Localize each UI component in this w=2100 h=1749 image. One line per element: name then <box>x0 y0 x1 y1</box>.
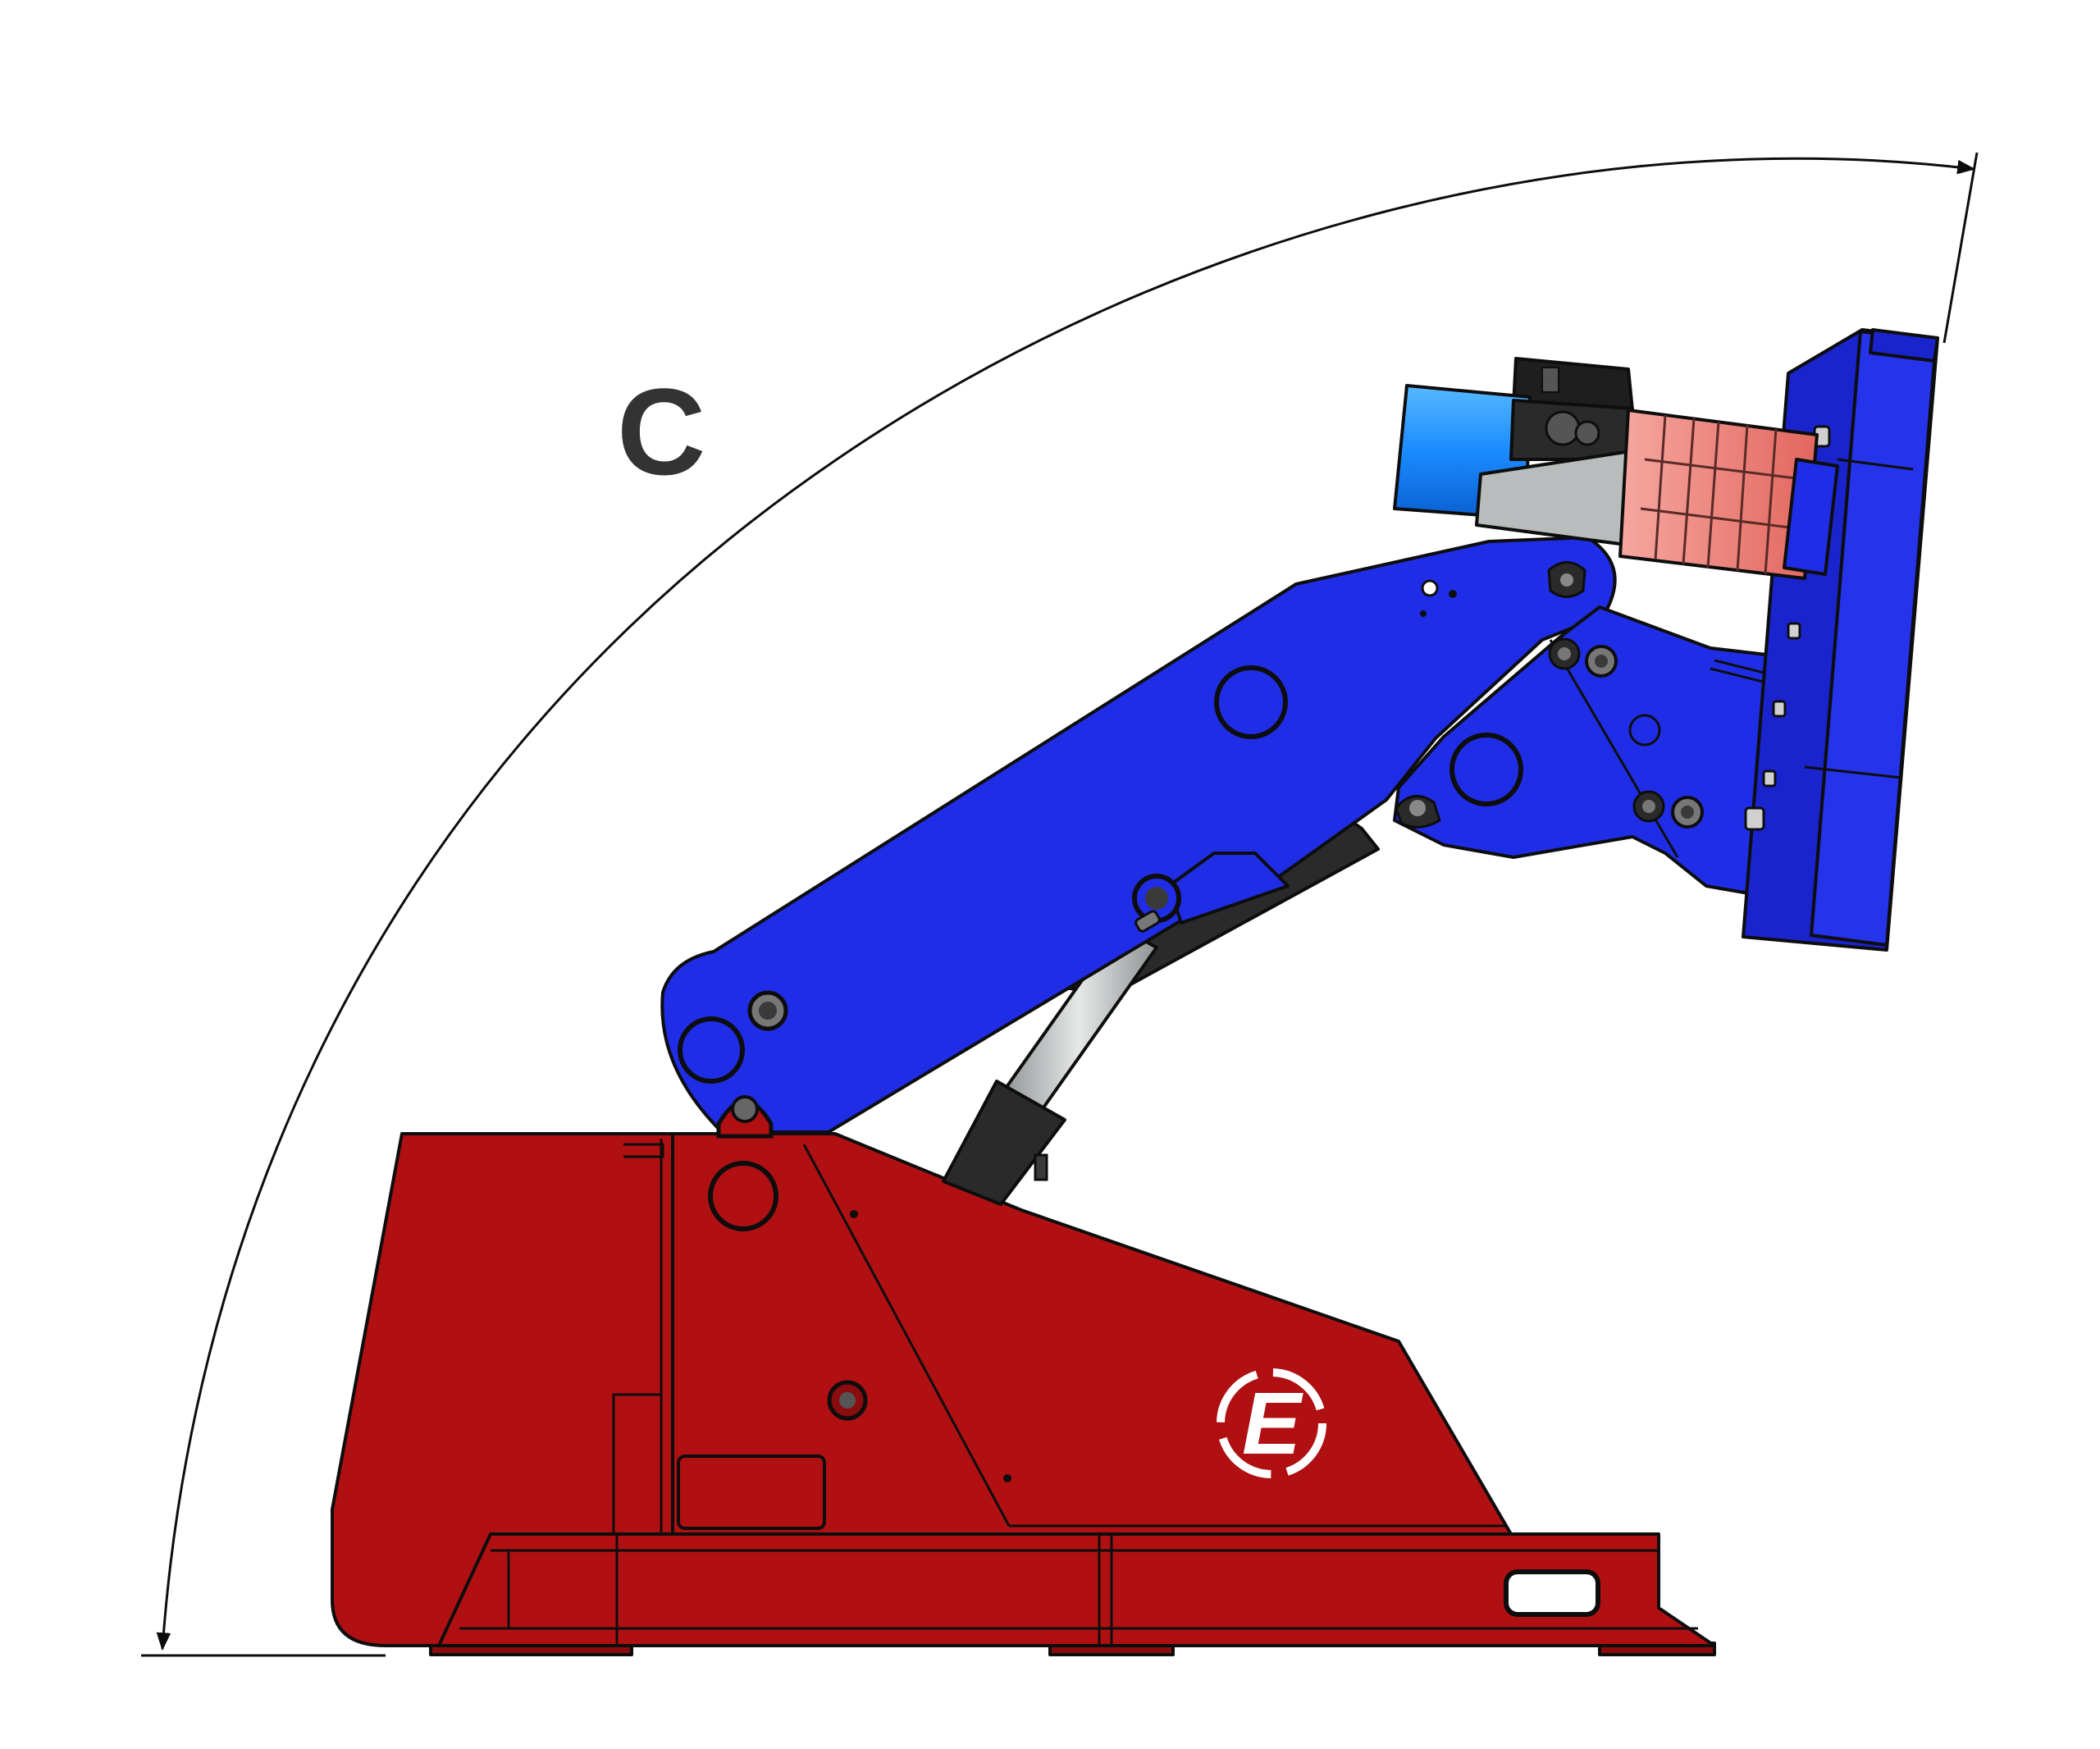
tilt-arm <box>660 536 1617 1139</box>
base-pivot-clevis <box>716 1095 774 1139</box>
handle-slot-icon <box>1504 1569 1600 1617</box>
access-panel <box>677 1454 826 1530</box>
angle-dimension: C <box>141 152 1979 1657</box>
table-slots <box>1744 425 1831 831</box>
head-pin-clamp <box>1395 795 1441 829</box>
drive-unit <box>1393 357 1839 580</box>
base-frame: E <box>331 1132 1716 1656</box>
base-rail <box>437 1532 1716 1647</box>
cylinder-pin <box>1132 874 1181 933</box>
dimension-extension-line <box>1942 152 1979 344</box>
arm-clamp <box>1547 561 1586 598</box>
arm-bolt <box>747 990 788 1031</box>
gearbox-fins <box>1640 414 1810 575</box>
pivot-hole <box>708 1161 778 1231</box>
e-logo-icon: E <box>1217 1368 1326 1478</box>
dimension-arc <box>156 157 1976 1651</box>
dimension-label: C <box>617 363 705 500</box>
faceplate-table <box>1742 328 1939 952</box>
head-bolt-4 <box>1671 796 1704 829</box>
logo-letter: E <box>1242 1373 1303 1473</box>
head-bolt-2 <box>1585 645 1618 678</box>
arm-hole-center <box>1214 665 1288 739</box>
arm-body <box>660 536 1617 1134</box>
head-bolt-3 <box>1632 790 1665 823</box>
head-hole-large <box>1449 733 1523 806</box>
faceplate-rim <box>1869 328 1939 363</box>
arm-pivot-hole <box>678 1016 745 1084</box>
gearbox-collar <box>1783 458 1839 576</box>
head-bolt-1 <box>1548 637 1581 670</box>
cylinder-barrel <box>942 1080 1066 1206</box>
